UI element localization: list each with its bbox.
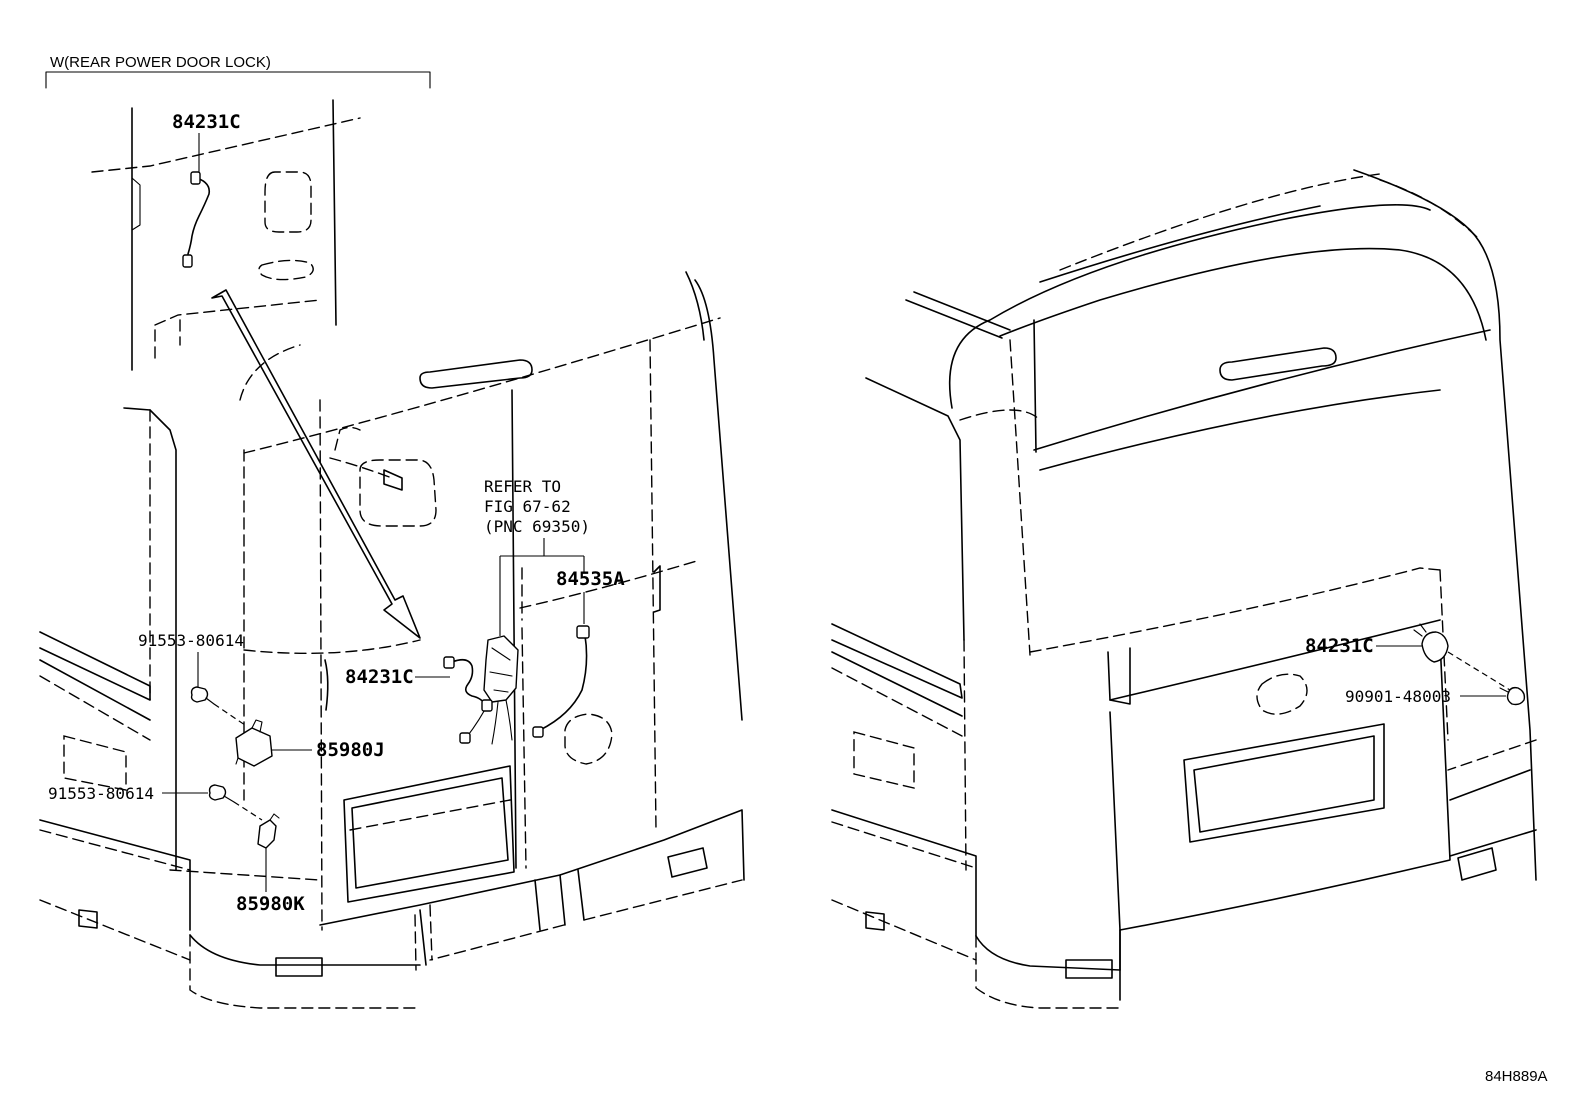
label-91553-lower: 91553-80614 <box>48 784 154 803</box>
callout-85980k: 85980K <box>236 848 305 915</box>
reference-note: REFER TO FIG 67-62 (PNC 69350) <box>484 477 590 636</box>
label-84231c-right: 84231C <box>1305 635 1374 657</box>
label-90901: 90901-48003 <box>1345 687 1451 706</box>
callout-85980j: 85980J <box>272 739 385 761</box>
inset-harness-part <box>182 171 211 268</box>
reference-line-1: REFER TO <box>484 477 561 496</box>
reference-line-3: (PNC 69350) <box>484 517 590 536</box>
variant-bracket: W(REAR POWER DOOR LOCK) <box>45 54 431 89</box>
label-84231c-inset: 84231C <box>172 111 241 133</box>
switch-84535a <box>532 625 590 738</box>
inset-door-panel <box>91 99 361 371</box>
callout-84535a: 84535A <box>556 568 625 624</box>
callout-84231c-left: 84231C <box>345 666 450 688</box>
harness-84231c-left <box>443 656 493 712</box>
callout-84231c-right: 84231C <box>1305 635 1422 657</box>
sensor-85980j <box>235 719 273 767</box>
sensor-85980k <box>257 813 280 849</box>
label-85980j: 85980J <box>316 739 385 761</box>
callout-84231c-inset: 84231C <box>172 111 241 172</box>
label-85980k: 85980K <box>236 893 305 915</box>
clip-90901 <box>1499 686 1526 706</box>
label-84535a: 84535A <box>556 568 625 590</box>
callout-91553-upper: 91553-80614 <box>138 631 244 688</box>
left-van-body <box>39 271 745 1009</box>
variant-title: W(REAR POWER DOOR LOCK) <box>50 54 271 71</box>
door-lock-assembly <box>459 635 519 745</box>
diagram-code: 84H889A <box>1485 1068 1548 1085</box>
bolt-91553-lower <box>208 784 263 821</box>
label-91553-upper: 91553-80614 <box>138 631 244 650</box>
reference-line-2: FIG 67-62 <box>484 497 571 516</box>
callout-90901: 90901-48003 <box>1345 687 1506 706</box>
callout-91553-lower: 91553-80614 <box>48 784 208 803</box>
locator-arrow <box>211 289 421 639</box>
label-84231c-left: 84231C <box>345 666 414 688</box>
switch-84231c-right <box>1413 623 1511 691</box>
right-van-body <box>831 169 1537 1009</box>
bolt-91553-upper <box>190 686 246 726</box>
